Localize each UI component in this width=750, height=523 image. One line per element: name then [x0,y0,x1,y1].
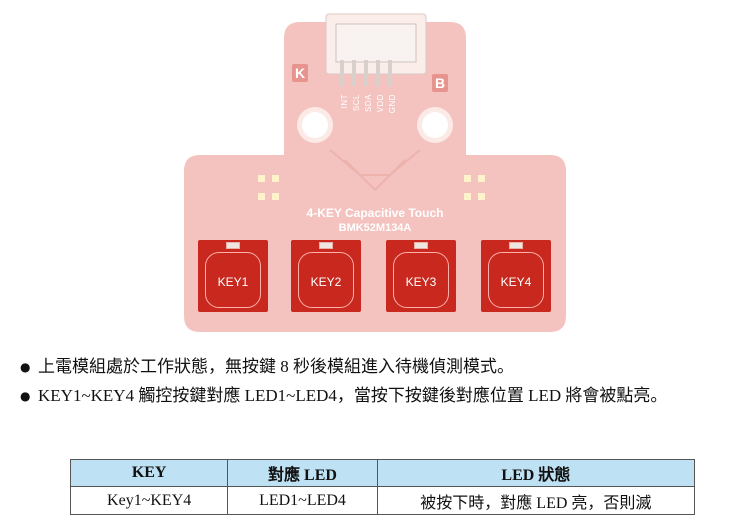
table-cell: 被按下時，對應 LED 亮，否則滅 [376,486,696,515]
pin-label-gnd: GND [388,94,397,114]
touch-board-illustration: K B INT SCL SDA VDD GND 4-KEY Capacitive… [180,0,570,335]
key-label: KEY4 [500,275,532,289]
corner-mark-left: K [292,64,308,82]
bullet-text: KEY1~KEY4 觸控按鍵對應 LED1~LED4，當按下按鍵後對應位置 LE… [38,386,668,405]
table-header-key: KEY [69,459,229,487]
led-1 [226,242,240,249]
pin-label-vdd: VDD [376,94,385,113]
table-row: Key1~KEY4 LED1~LED4 被按下時，對應 LED 亮，否則滅 [69,486,696,515]
table-header-led: 對應 LED [227,459,378,487]
touch-key-2: KEY2 [291,240,361,312]
touch-key-4: KEY4 [481,240,551,312]
table-header-state: LED 狀態 [376,459,696,487]
touch-pad [393,252,449,308]
led-2 [319,242,333,249]
touch-pad [298,252,354,308]
board-title: 4-KEY Capacitive Touch [306,206,444,220]
key-led-table: KEY 對應 LED LED 狀態 Key1~KEY4 LED1~LED4 被按… [69,459,696,515]
description-list: ● 上電模組處於工作狀態，無按鍵 8 秒後模組進入待機偵測模式。 ● KEY1~… [20,355,750,413]
bullet-text: 上電模組處於工作狀態，無按鍵 8 秒後模組進入待機偵測模式。 [38,357,514,376]
list-item: ● 上電模組處於工作狀態，無按鍵 8 秒後模組進入待機偵測模式。 [20,355,750,379]
led-4 [509,242,523,249]
pin-label-scl: SCL [352,94,361,112]
key-label: KEY1 [217,275,249,289]
touch-pad [488,252,544,308]
touch-key-3: KEY3 [386,240,456,312]
pin-label-sda: SDA [364,94,373,112]
key-label: KEY3 [405,275,437,289]
touch-pad [205,252,261,308]
bullet-icon: ● [20,389,31,403]
table-cell: Key1~KEY4 [69,486,229,515]
bullet-icon: ● [20,360,31,374]
key-label: KEY2 [310,275,342,289]
list-item: ● KEY1~KEY4 觸控按鍵對應 LED1~LED4，當按下按鍵後對應位置 … [20,384,750,408]
touch-key-1: KEY1 [198,240,268,312]
pin-label-int: INT [340,94,349,109]
corner-mark-right: B [432,74,448,92]
table-cell: LED1~LED4 [227,486,378,515]
led-3 [414,242,428,249]
board-model: BMK52M134A [338,222,412,234]
table-header-row: KEY 對應 LED LED 狀態 [69,459,696,487]
pcb-board [184,13,566,332]
